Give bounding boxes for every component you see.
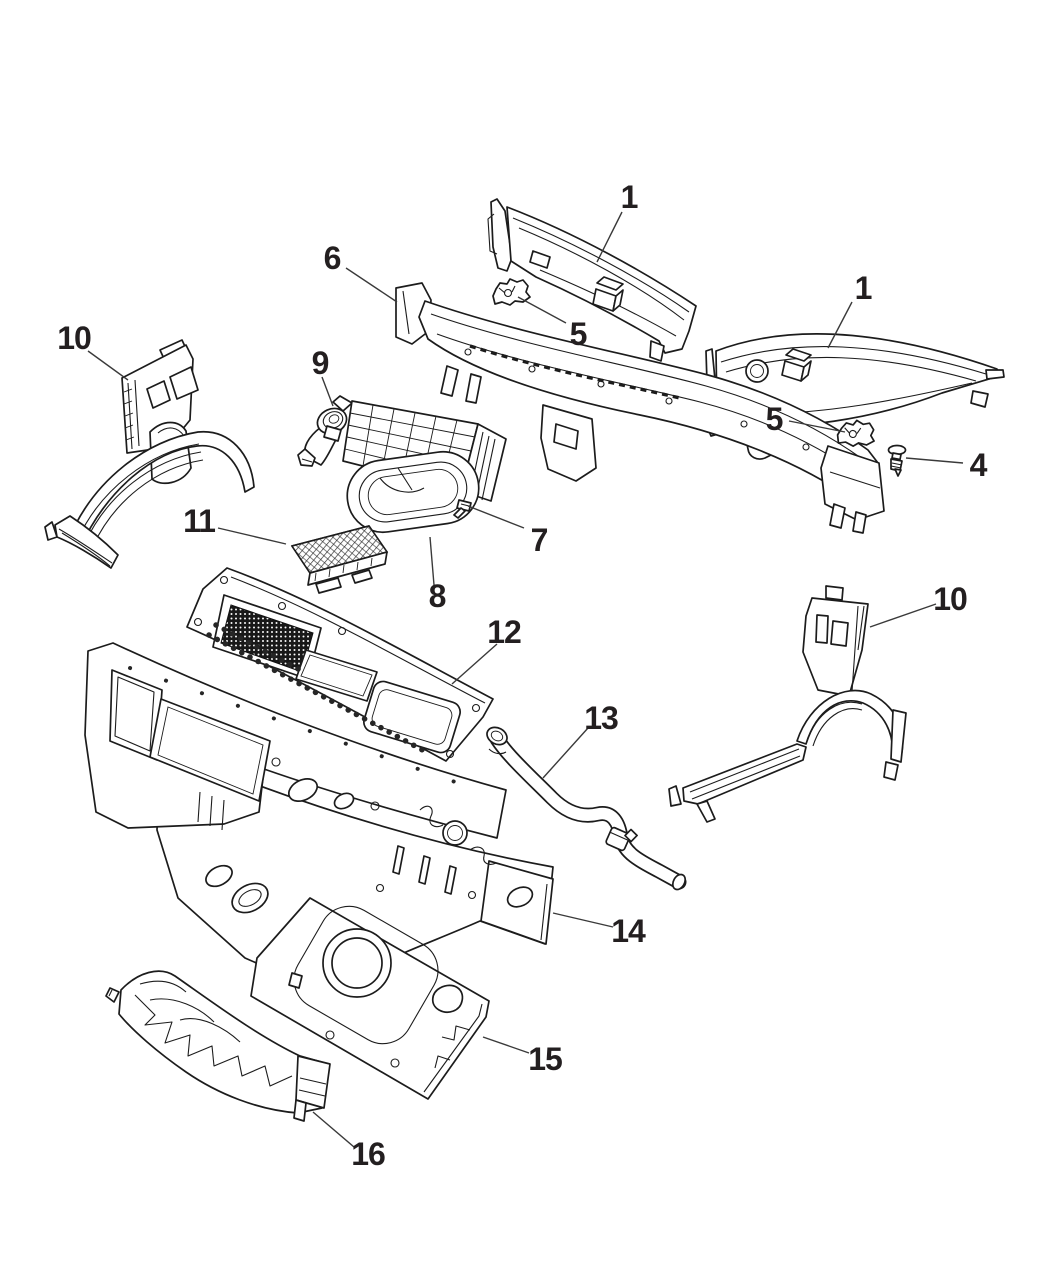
callout-1-left: 1 xyxy=(620,179,639,215)
part-drain-hose xyxy=(486,726,687,891)
part-dash-silencer xyxy=(250,897,490,1100)
part-clip-5-right xyxy=(836,419,875,448)
part-cowl-grille xyxy=(186,567,494,762)
part-air-inlet-housing xyxy=(323,395,507,534)
callout-10-right: 10 xyxy=(933,581,968,617)
callout-11: 11 xyxy=(183,503,216,539)
callout-5-right: 5 xyxy=(765,401,784,437)
part-cowl-top-panel-left xyxy=(487,198,697,362)
callout-16: 16 xyxy=(351,1136,386,1172)
callout-14: 14 xyxy=(611,913,646,949)
part-dash-extension-14 xyxy=(480,860,554,945)
callout-10-left: 10 xyxy=(57,320,92,356)
callout-9: 9 xyxy=(311,345,330,381)
callout-15: 15 xyxy=(528,1041,563,1077)
callout-4: 4 xyxy=(969,447,988,483)
callout-7: 7 xyxy=(530,522,549,558)
part-dash-panel-upper xyxy=(84,642,507,846)
part-cowl-side-panel-right xyxy=(668,585,907,823)
leader-lines xyxy=(87,211,964,1148)
part-cowl-crossmember xyxy=(395,282,885,534)
part-dash-insulator-lower xyxy=(105,970,331,1122)
part-cabin-air-filter xyxy=(290,525,389,594)
callout-1-right: 1 xyxy=(854,270,873,306)
part-push-pin xyxy=(887,444,907,477)
callout-12: 12 xyxy=(487,614,522,650)
callout-13: 13 xyxy=(584,700,619,736)
part-cowl-side-panel-left xyxy=(44,339,255,569)
callout-8: 8 xyxy=(428,578,447,614)
part-retainer-screw xyxy=(453,499,472,519)
callout-5-left: 5 xyxy=(569,316,588,352)
callout-6: 6 xyxy=(323,240,342,276)
